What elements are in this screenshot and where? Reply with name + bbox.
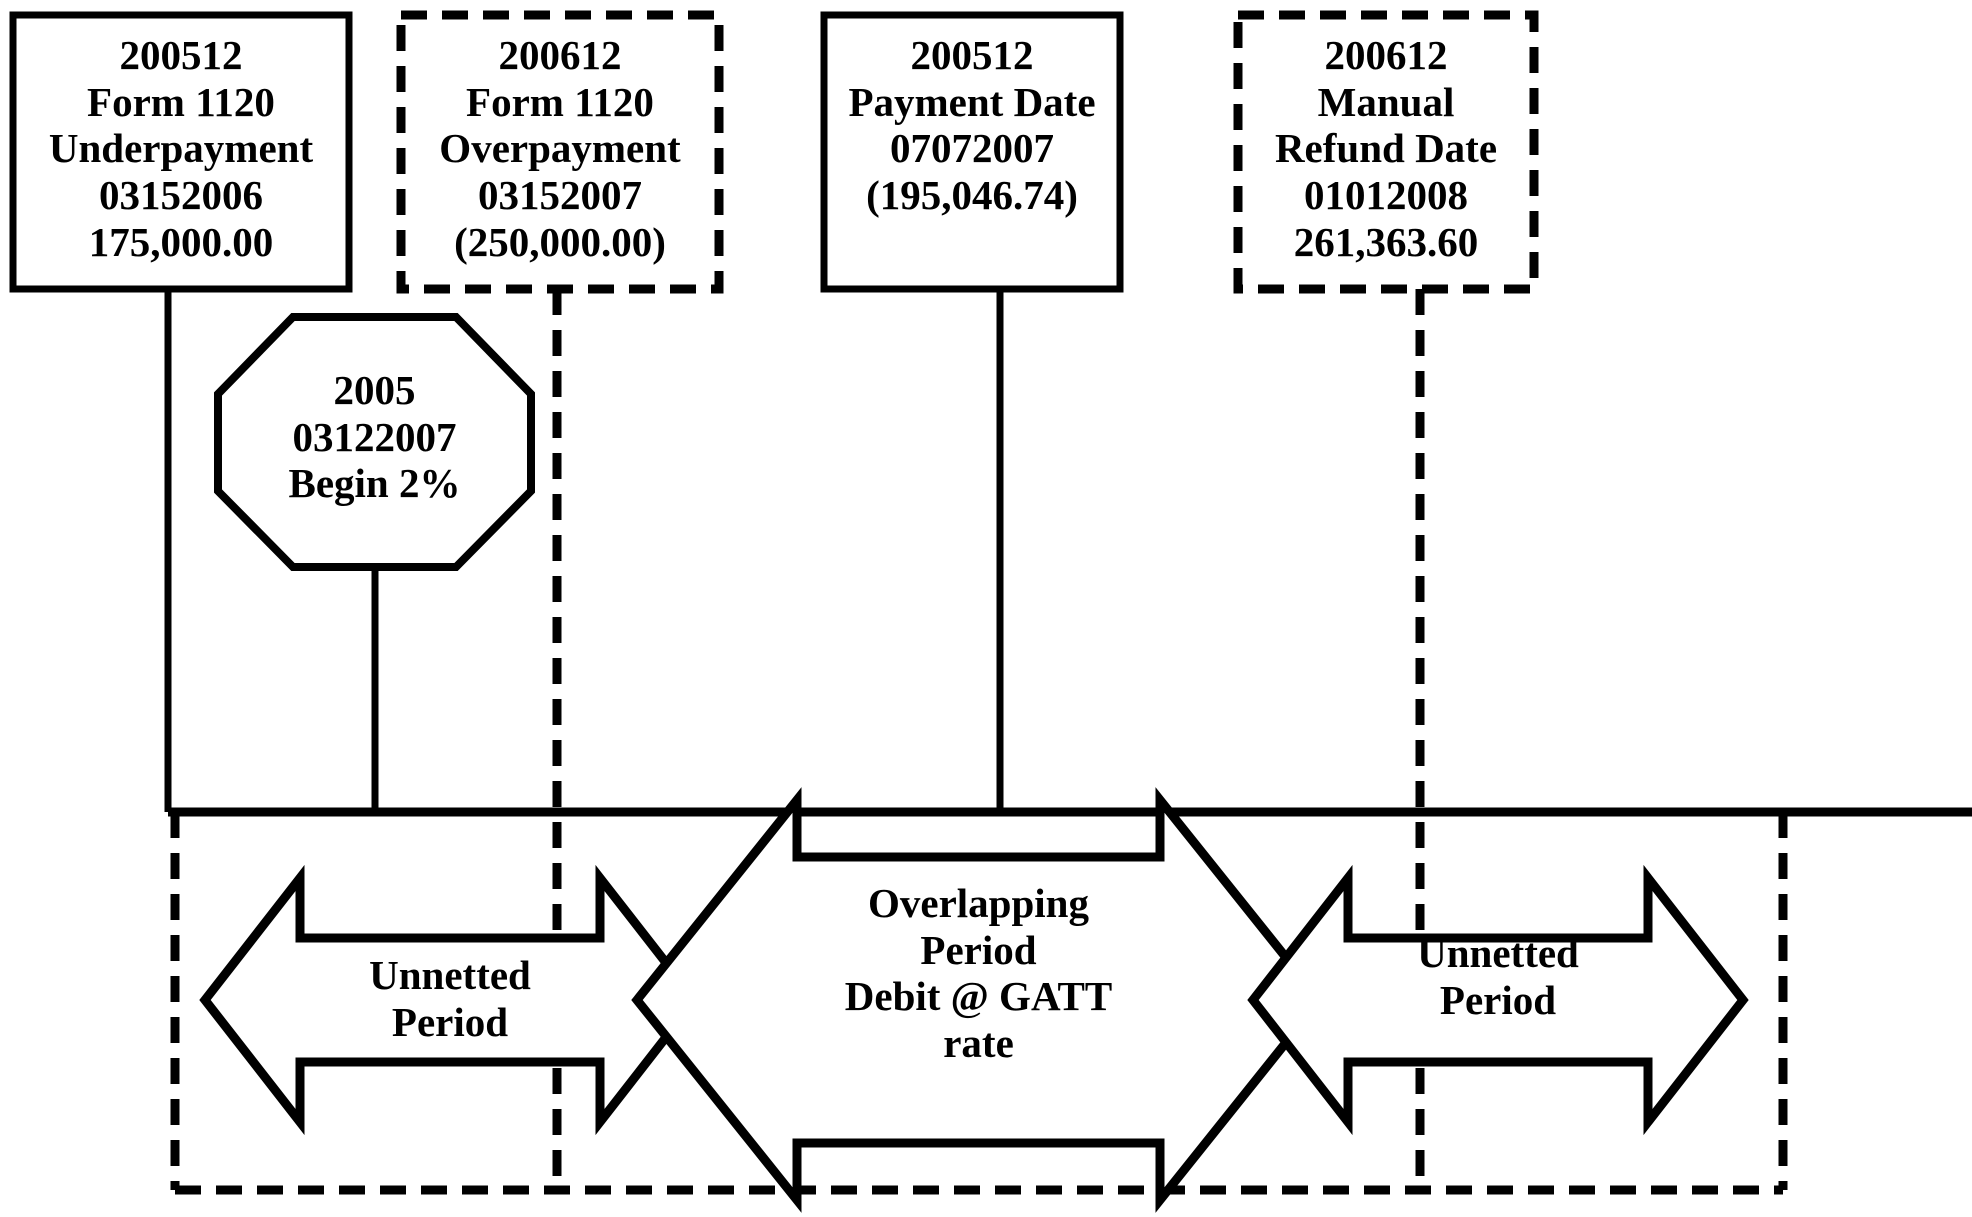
- period-unnetted-left-label: Unnetted Period: [369, 952, 531, 1045]
- box-payment-date-outline: [820, 11, 1124, 293]
- box-underpayment-label: 200512 Form 1120 Underpayment 03152006 1…: [48, 32, 314, 265]
- box-manual-refund-label: 200612 Manual Refund Date 01012008 261,3…: [1274, 32, 1498, 265]
- box-manual-refund-outline: [1233, 10, 1539, 294]
- box-overpayment-label: 200612 Form 1120 Overpayment 03152007 (2…: [439, 32, 681, 265]
- box-payment-date-label: 200512 Payment Date 07072007 (195,046.74…: [848, 32, 1096, 219]
- octagon-rate-change-outline: [214, 313, 535, 571]
- period-overlapping-label: Overlapping Period Debit @ GATT rate: [844, 880, 1113, 1067]
- octagon-rate-change-label: 2005 03122007 Begin 2%: [288, 367, 461, 507]
- box-underpayment-outline: [9, 11, 353, 293]
- period-unnetted-right-label: Unnetted Period: [1417, 930, 1579, 1023]
- arrow-unnetted-right: [1247, 864, 1749, 1136]
